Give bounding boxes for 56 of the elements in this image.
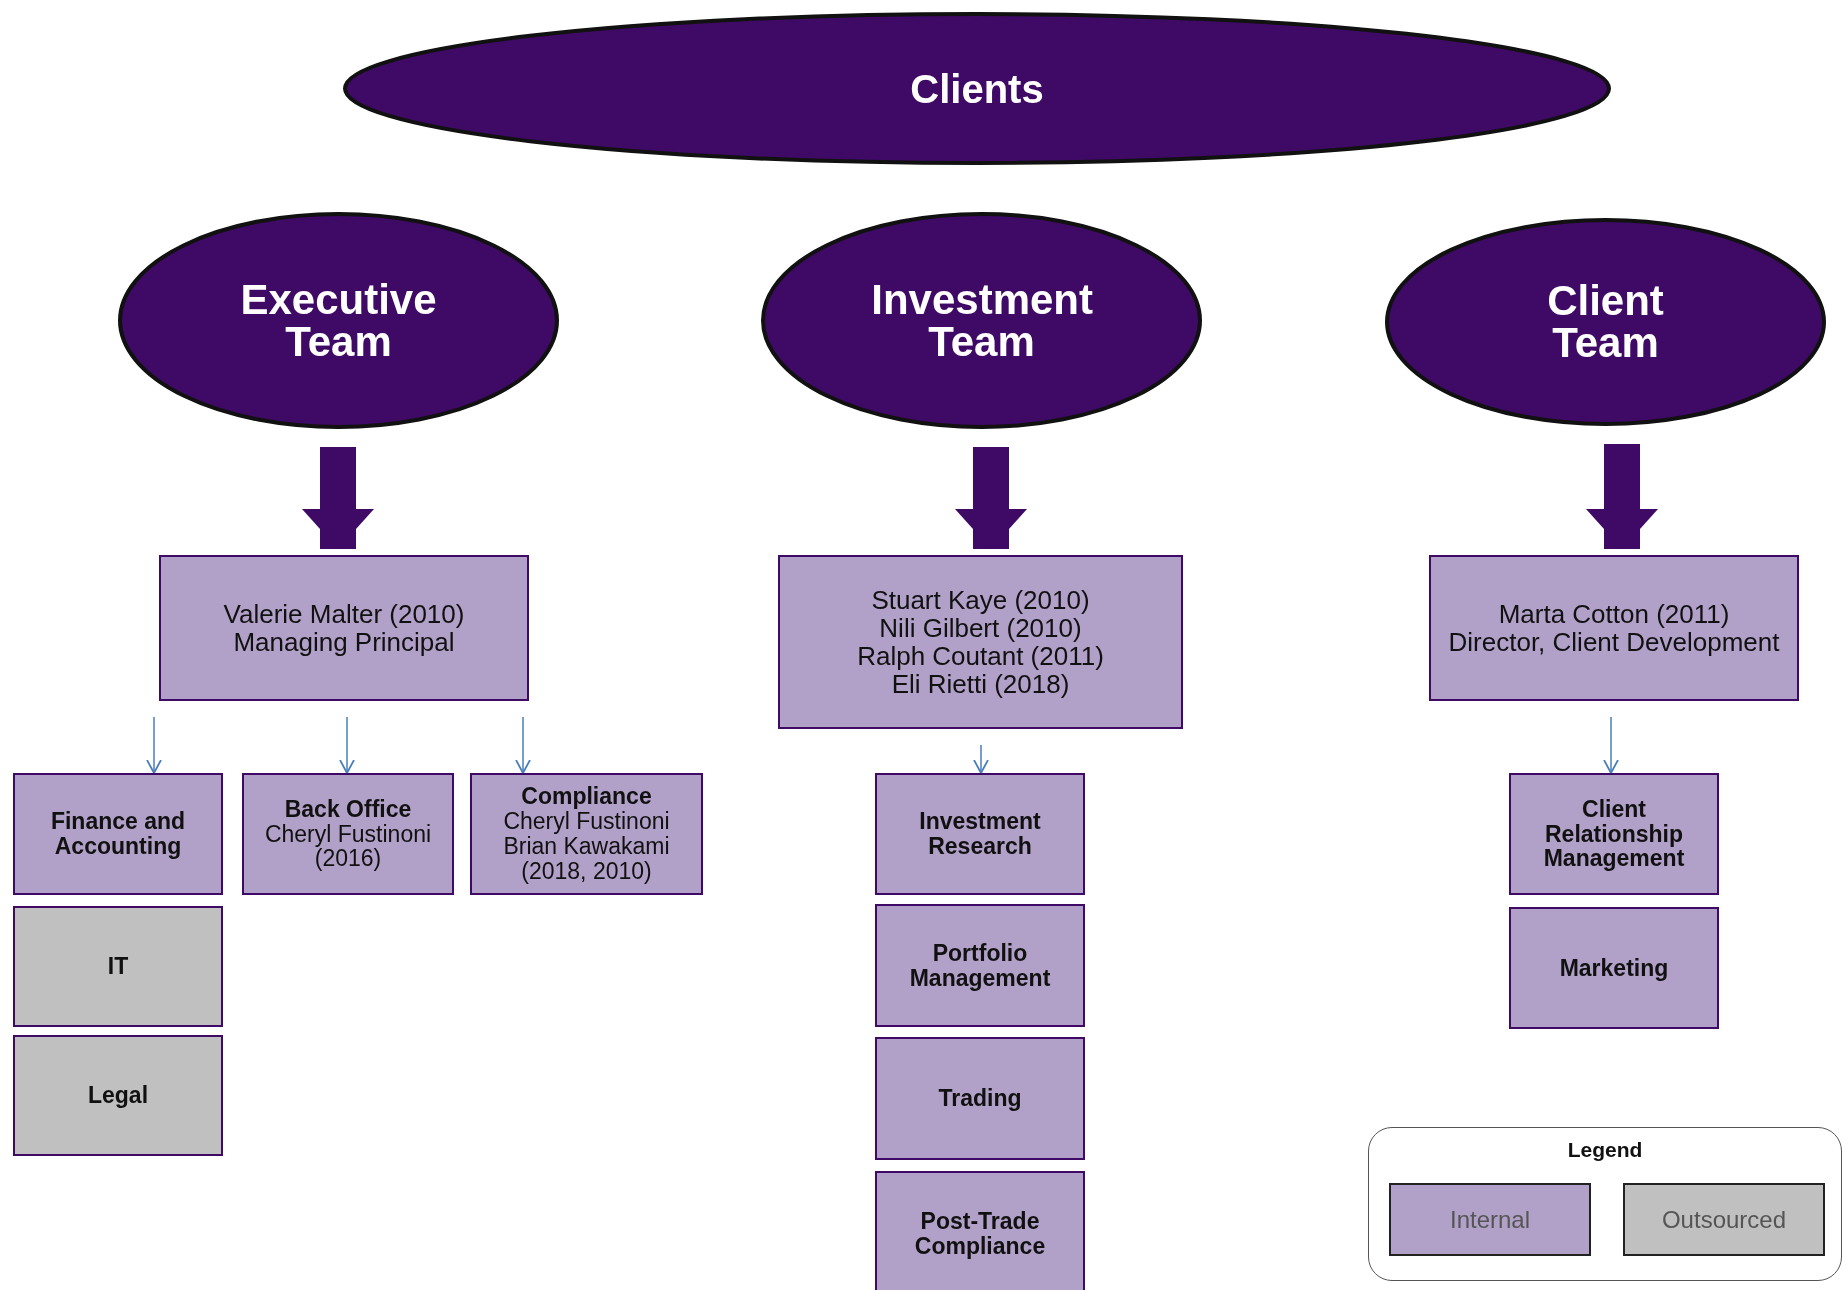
team-name: Clients: [910, 68, 1044, 109]
box-heading: Compliance: [521, 784, 652, 810]
arrow: [973, 744, 989, 774]
role-box: [875, 1037, 1085, 1160]
team-ellipse: [343, 12, 1611, 165]
box-heading: Investment Research: [918, 809, 1042, 859]
box-heading: IT: [107, 954, 129, 979]
role-box: [159, 555, 529, 701]
role-box: [13, 773, 223, 895]
team-ellipse: [1385, 218, 1826, 426]
team-name: Executive Team: [239, 278, 438, 363]
role-box: [242, 773, 454, 895]
role-box: [13, 1035, 223, 1156]
box-text: Valerie Malter (2010): [223, 599, 465, 628]
role-box: [1429, 555, 1799, 701]
team-ellipse: [118, 212, 559, 429]
role-box: [875, 904, 1085, 1027]
team-ellipse: [761, 212, 1202, 429]
role-box: [13, 906, 223, 1027]
box-text: Stuart Kaye (2010): [871, 585, 1090, 614]
legend-label: Internal: [1449, 1205, 1531, 1234]
box-heading: Finance and Accounting: [49, 809, 187, 859]
arrow: [146, 716, 162, 774]
team-name: Client Team: [1546, 280, 1665, 364]
box-text: Nili Gilbert (2010): [879, 613, 1082, 642]
arrow: [515, 716, 531, 774]
arrow: [339, 716, 355, 774]
box-text: Managing Principal: [233, 628, 455, 657]
box-heading: Marketing: [1559, 955, 1669, 981]
role-box: [1509, 907, 1719, 1029]
role-box: [1509, 773, 1719, 895]
arrow: [1603, 716, 1619, 774]
legend-label: Outsourced: [1661, 1205, 1787, 1234]
box-heading: Post-Trade Compliance: [913, 1208, 1047, 1259]
legend-title: Legend: [1566, 1138, 1644, 1162]
box-text: (2018, 2010): [521, 858, 652, 884]
box-heading: Client Relationship Management: [1542, 796, 1686, 872]
block-arrow: [1586, 444, 1658, 549]
box-text: Director, Client Development: [1448, 628, 1780, 657]
box-heading: Portfolio Management: [908, 940, 1052, 991]
box-text: Eli Rietti (2018): [891, 670, 1070, 699]
box-text: Ralph Coutant (2011): [857, 642, 1104, 671]
box-heading: Trading: [938, 1086, 1022, 1111]
box-text: Brian Kawakami: [503, 834, 670, 859]
block-arrow: [302, 447, 374, 549]
role-box: [875, 773, 1085, 895]
box-text: Cheryl Fustinoni (2016): [263, 821, 433, 872]
role-box: [470, 773, 703, 895]
role-box: [875, 1171, 1085, 1290]
team-name: Investment Team: [871, 278, 1092, 363]
box-text: Cheryl Fustinoni: [503, 809, 670, 834]
role-box: [778, 555, 1183, 729]
block-arrow: [955, 447, 1027, 549]
box-heading: Back Office: [284, 796, 412, 822]
box-heading: Legal: [87, 1083, 149, 1108]
box-text: Marta Cotton (2011): [1498, 599, 1730, 628]
